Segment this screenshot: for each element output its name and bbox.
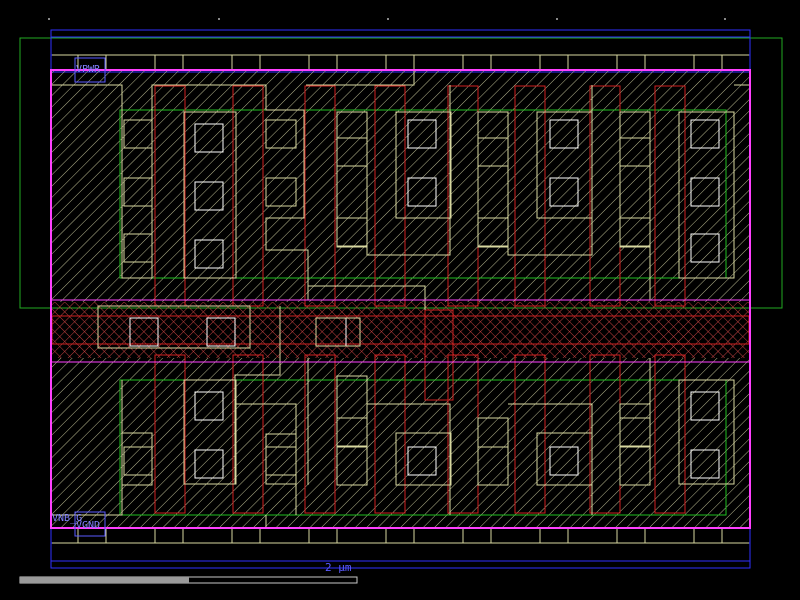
pdiff-region [119, 109, 727, 279]
li-fill-bottom [52, 358, 749, 528]
vgnd-label: VGND [76, 520, 100, 531]
pin-labels: VPWR VGND VNB_G [52, 57, 106, 537]
bottom-rail-segments [52, 528, 749, 544]
ndiff-region [119, 379, 727, 516]
poly-band [51, 302, 750, 358]
li-fill-top [52, 70, 749, 302]
corner-label: VNB_G [52, 513, 82, 524]
ndiff-taps [123, 317, 651, 486]
contacts [129, 119, 720, 479]
vpwr-label: VPWR [76, 64, 101, 75]
scale-bar-fill [20, 577, 189, 583]
top-rail-segments [52, 54, 749, 70]
scale-bar: 2 µm [19, 561, 358, 584]
cell-boundary [50, 69, 751, 529]
scale-bar-label: 2 µm [325, 561, 352, 574]
grid-dots [48, 18, 726, 20]
pdiff-taps [123, 119, 651, 263]
